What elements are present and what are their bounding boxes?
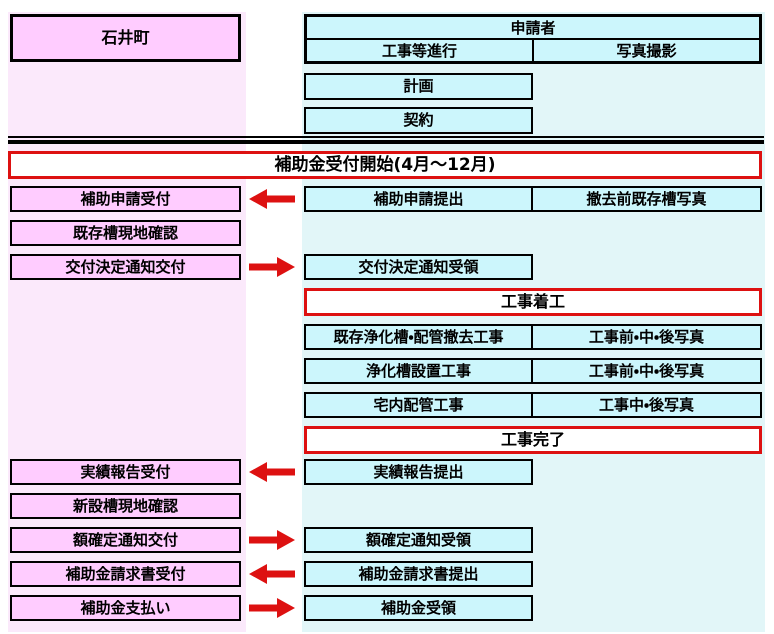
photo-step-box: 工事中・後写真 <box>531 392 762 418</box>
applicant-step-box: 実績報告提出 <box>304 459 533 485</box>
contract-box: 契約 <box>304 107 533 134</box>
arrow-right-icon <box>249 530 295 550</box>
applicant-step-box: 既存浄化槽・配管撤去工事 <box>304 324 533 350</box>
applicant-header-table: 申請者 工事等進行 写真撮影 <box>304 14 762 64</box>
town-step-box: 交付決定通知交付 <box>10 254 241 280</box>
construction-complete-milestone: 工事完了 <box>304 426 762 454</box>
arrow-left-icon <box>249 462 295 482</box>
applicant-step-box: 浄化槽設置工事 <box>304 358 533 384</box>
applicant-step-box: 補助申請提出 <box>304 186 533 212</box>
applicant-step-box: 交付決定通知受領 <box>304 254 533 280</box>
photo-step-box: 撤去前既存槽写真 <box>531 186 762 212</box>
town-step-box: 補助申請受付 <box>10 186 241 212</box>
town-step-box: 既存槽現地確認 <box>10 220 241 246</box>
applicant-step-box: 額確定通知受領 <box>304 527 533 553</box>
arrow-right-icon <box>249 257 295 277</box>
applicant-step-box: 補助金受領 <box>304 595 533 621</box>
divider-line-thick <box>8 140 764 144</box>
applicant-step-box: 補助金請求書提出 <box>304 561 533 587</box>
subheader-progress-cell: 工事等進行 <box>307 40 534 61</box>
divider-line-thin <box>8 136 764 138</box>
town-step-box: 額確定通知交付 <box>10 527 241 553</box>
arrow-left-icon <box>249 564 295 584</box>
town-header-box: 石井町 <box>10 14 241 62</box>
town-step-box: 新設槽現地確認 <box>10 493 241 519</box>
applicant-subheader-row: 工事等進行 写真撮影 <box>307 40 759 61</box>
subheader-photo-cell: 写真撮影 <box>616 42 677 60</box>
town-step-box: 補助金支払い <box>10 595 241 621</box>
plan-box: 計画 <box>304 73 533 100</box>
town-step-box: 実績報告受付 <box>10 459 241 485</box>
subsidy-start-banner: 補助金受付開始(4月～12月) <box>8 151 762 179</box>
town-step-box: 補助金請求書受付 <box>10 561 241 587</box>
applicant-step-box: 宅内配管工事 <box>304 392 533 418</box>
arrow-left-icon <box>249 189 295 209</box>
construction-start-milestone: 工事着工 <box>304 288 762 316</box>
applicant-header-cell: 申請者 <box>307 17 759 40</box>
photo-step-box: 工事前・中・後写真 <box>531 358 762 384</box>
photo-step-box: 工事前・中・後写真 <box>531 324 762 350</box>
arrow-right-icon <box>249 598 295 618</box>
